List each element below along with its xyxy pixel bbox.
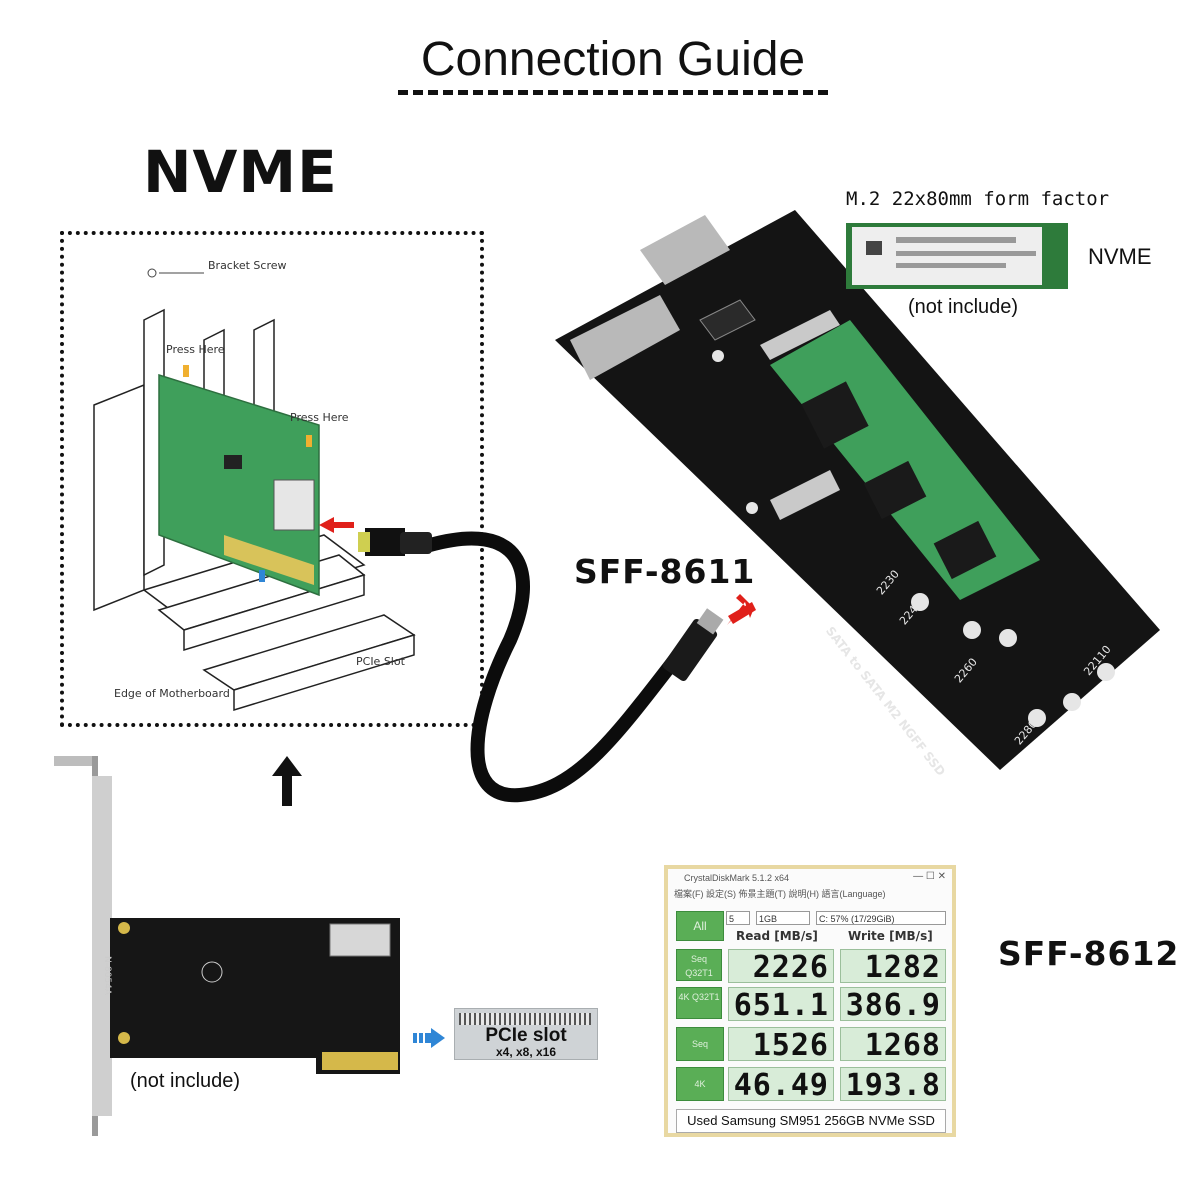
- label-edge-motherboard: Edge of Motherboard: [114, 687, 230, 700]
- size-select[interactable]: 1GB: [756, 911, 810, 925]
- pcie-adapter-card: [54, 756, 400, 1136]
- read-seq: 1526: [728, 1027, 834, 1063]
- pcie-slot-sub: x4, x8, x16: [495, 1045, 557, 1059]
- label-press-here-2: Press Here: [290, 411, 349, 424]
- installation-drawing: [93, 268, 416, 712]
- pcie-slot-title: PCIe slot: [485, 1025, 567, 1046]
- drive-select[interactable]: C: 57% (17/29GiB): [816, 911, 946, 925]
- read-header: Read [MB/s]: [736, 929, 818, 943]
- up-arrow-icon: [272, 756, 302, 806]
- write-seq-q32t1: 1282: [840, 949, 946, 985]
- sff-8612-label: SFF-8612: [998, 934, 1180, 973]
- adapter-board: [555, 210, 1160, 770]
- ssd-image: [846, 223, 1068, 289]
- row-btn-4k[interactable]: 4K: [676, 1067, 724, 1101]
- ssd-form-factor: M.2 22x80mm form factor: [846, 188, 1110, 210]
- read-4k-q32t1: 651.1: [728, 987, 834, 1023]
- read-seq-q32t1: 2226: [728, 949, 834, 985]
- benchmark-title: CrystalDiskMark 5.1.2 x64: [684, 873, 790, 883]
- ssd-not-included: (not include): [908, 296, 1019, 318]
- read-4k: 46.49: [728, 1067, 834, 1103]
- pcie-slot-graphic: PCIe slot x4, x8, x16: [454, 1008, 598, 1060]
- write-seq: 1268: [840, 1027, 946, 1063]
- title-underline: [398, 90, 828, 95]
- benchmark-window: CrystalDiskMark 5.1.2 x64 — ☐ ✕ 檔案(F) 設定…: [664, 865, 956, 1137]
- write-4k: 193.8: [840, 1067, 946, 1103]
- card-model: N-8054A: [102, 956, 112, 996]
- write-header: Write [MB/s]: [848, 929, 933, 943]
- benchmark-footer: Used Samsung SM951 256GB NVMe SSD: [676, 1109, 946, 1133]
- row-btn-seq[interactable]: Seq: [676, 1027, 724, 1061]
- installation-diagram: Bracket Screw Press Here Press Here PCIe…: [60, 231, 484, 727]
- label-press-here-1: Press Here: [166, 343, 225, 356]
- blue-arrow-icon: [413, 1028, 445, 1048]
- row-btn-4k-q32t1[interactable]: 4K Q32T1: [676, 987, 722, 1019]
- row-btn-seq-q32t1[interactable]: Seq Q32T1: [676, 949, 722, 981]
- runs-select[interactable]: 5: [726, 911, 750, 925]
- label-pcie-slot: PCIe Slot: [356, 655, 405, 668]
- all-button[interactable]: All: [676, 911, 724, 941]
- slot-pins: [459, 1013, 591, 1025]
- ssd-type-label: NVME: [1088, 244, 1152, 269]
- write-4k-q32t1: 386.9: [840, 987, 946, 1023]
- window-controls[interactable]: — ☐ ✕: [913, 871, 946, 882]
- nvme-heading: NVME: [143, 138, 338, 206]
- label-bracket-screw: Bracket Screw: [208, 259, 287, 272]
- benchmark-menu[interactable]: 檔案(F) 設定(S) 佈景主題(T) 說明(H) 語言(Language): [674, 889, 886, 899]
- page-title: Connection Guide: [420, 33, 806, 86]
- card-not-included: (not include): [130, 1070, 241, 1092]
- sff-8611-label: SFF-8611: [574, 552, 756, 591]
